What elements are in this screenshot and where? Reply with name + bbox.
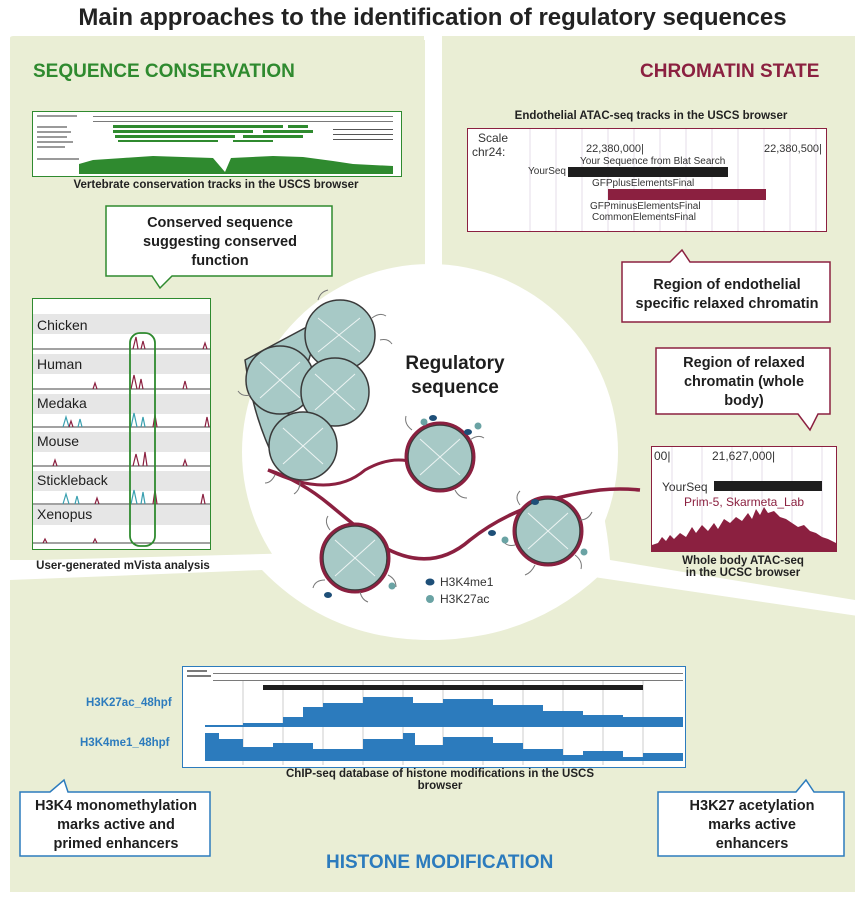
species-label: Stickleback: [37, 472, 108, 488]
h3k4me1-signal: [205, 733, 683, 761]
whole-yourseq-label: YourSeq: [662, 480, 708, 494]
callout-endothelial-text: Region of endothelial specific relaxed c…: [635, 277, 819, 312]
legend-h3k27ac-label: H3K27ac: [440, 592, 490, 606]
regulatory-sequence-label: Regulatory sequence: [405, 353, 505, 398]
mvista-caption: User-generated mVista analysis: [36, 560, 210, 572]
conservation-browser-panel: [32, 111, 402, 177]
histone-mark-h3k27ac: [388, 418, 588, 590]
whole-body-caption: Whole body ATAC-seq in the UCSC browser: [682, 555, 804, 579]
atac-yourseq-label: YourSeq: [528, 166, 566, 177]
atac-gfp-minus-label: GFPminusElementsFinal: [590, 201, 701, 212]
track-label-h3k4me1: H3K4me1_48hpf: [80, 737, 170, 749]
conservation-tracks: [37, 115, 393, 174]
atac-grid: [529, 129, 817, 231]
species-label: Chicken: [37, 317, 88, 333]
track-label-h3k27ac: H3K27ac_48hpf: [86, 697, 172, 709]
dna-fiber: [267, 468, 641, 561]
sequence-conservation-title: SEQUENCE CONSERVATION: [33, 61, 295, 82]
species-label: Xenopus: [37, 506, 93, 522]
chip-yourseq-bar: [263, 685, 643, 690]
callout-endothelial-bubble: [621, 248, 831, 323]
whole-atac-signal: [652, 507, 836, 551]
atac-blat-label: Your Sequence from Blat Search: [580, 156, 726, 167]
whole-track-label: Prim-5, Skarmeta_Lab: [684, 495, 805, 509]
atac-scale-label: Scale: [478, 131, 509, 145]
main-title: Main approaches to the identification of…: [78, 4, 787, 31]
yourseq-bar: [568, 167, 728, 177]
callout-h3k27-bubble: [657, 778, 845, 857]
mvista-tracks: [33, 314, 210, 547]
atac-chrom-label: chr24:: [472, 145, 506, 159]
callout-h3k4-bubble: [19, 778, 211, 857]
atac-browser-panel: Scale chr24: 22,380,000| 22,380,500| You…: [467, 128, 827, 232]
callout-conserved-bubble: [105, 205, 333, 290]
callout-whole-body-text: Region of relaxed chromatin (whole body): [683, 355, 805, 409]
closed-nucleosome: [244, 299, 376, 481]
whole-pos-left: 00|: [654, 449, 671, 463]
whole-pos: 21,627,000|: [712, 449, 776, 463]
histone-modification-title: HISTONE MODIFICATION: [326, 852, 554, 873]
histone-mark-h3k4me1: [324, 415, 539, 598]
chip-browser-panel: [182, 666, 686, 768]
conservation-browser-caption: Vertebrate conservation tracks in the US…: [73, 179, 359, 191]
whole-body-browser-panel: 00| 21,627,000| YourSeq Prim-5, Skarmeta…: [651, 446, 837, 552]
h3k27ac-signal: [205, 697, 683, 727]
gfp-plus-bar: [608, 189, 766, 200]
whole-yourseq-bar: [714, 481, 822, 491]
callout-h3k27-text: H3K27 acetylation marks active enhancers: [689, 798, 815, 852]
atac-gfp-plus-label: GFPplusElementsFinal: [592, 178, 695, 189]
atac-common-label: CommonElementsFinal: [592, 212, 696, 223]
atac-pos2: 22,380,500|: [764, 143, 822, 155]
species-label: Medaka: [37, 395, 87, 411]
callout-conserved-text: Conserved sequence suggesting conserved …: [143, 215, 297, 269]
atac-pos1: 22,380,000|: [586, 143, 644, 155]
species-label: Human: [37, 356, 83, 372]
callout-h3k4-text: H3K4 monomethylation marks active and pr…: [35, 798, 197, 852]
whole-body-signal: [652, 447, 836, 551]
chromatin-state-title: CHROMATIN STATE: [640, 61, 820, 82]
atac-caption: Endothelial ATAC-seq tracks in the USCS …: [514, 110, 788, 122]
mvista-highlight: [129, 332, 156, 547]
chip-tracks: [187, 670, 683, 765]
legend-h3k4me1-icon: [425, 578, 435, 586]
chip-caption: ChIP-seq database of histone modificatio…: [286, 768, 594, 792]
legend-h3k4me1-label: H3K4me1: [440, 575, 494, 589]
mvista-panel: Chicken Human Medaka Mouse Stickleback X…: [32, 298, 211, 550]
species-label: Mouse: [37, 433, 80, 449]
callout-whole-body-bubble: [655, 347, 831, 432]
legend-h3k27ac-icon: [426, 595, 434, 603]
